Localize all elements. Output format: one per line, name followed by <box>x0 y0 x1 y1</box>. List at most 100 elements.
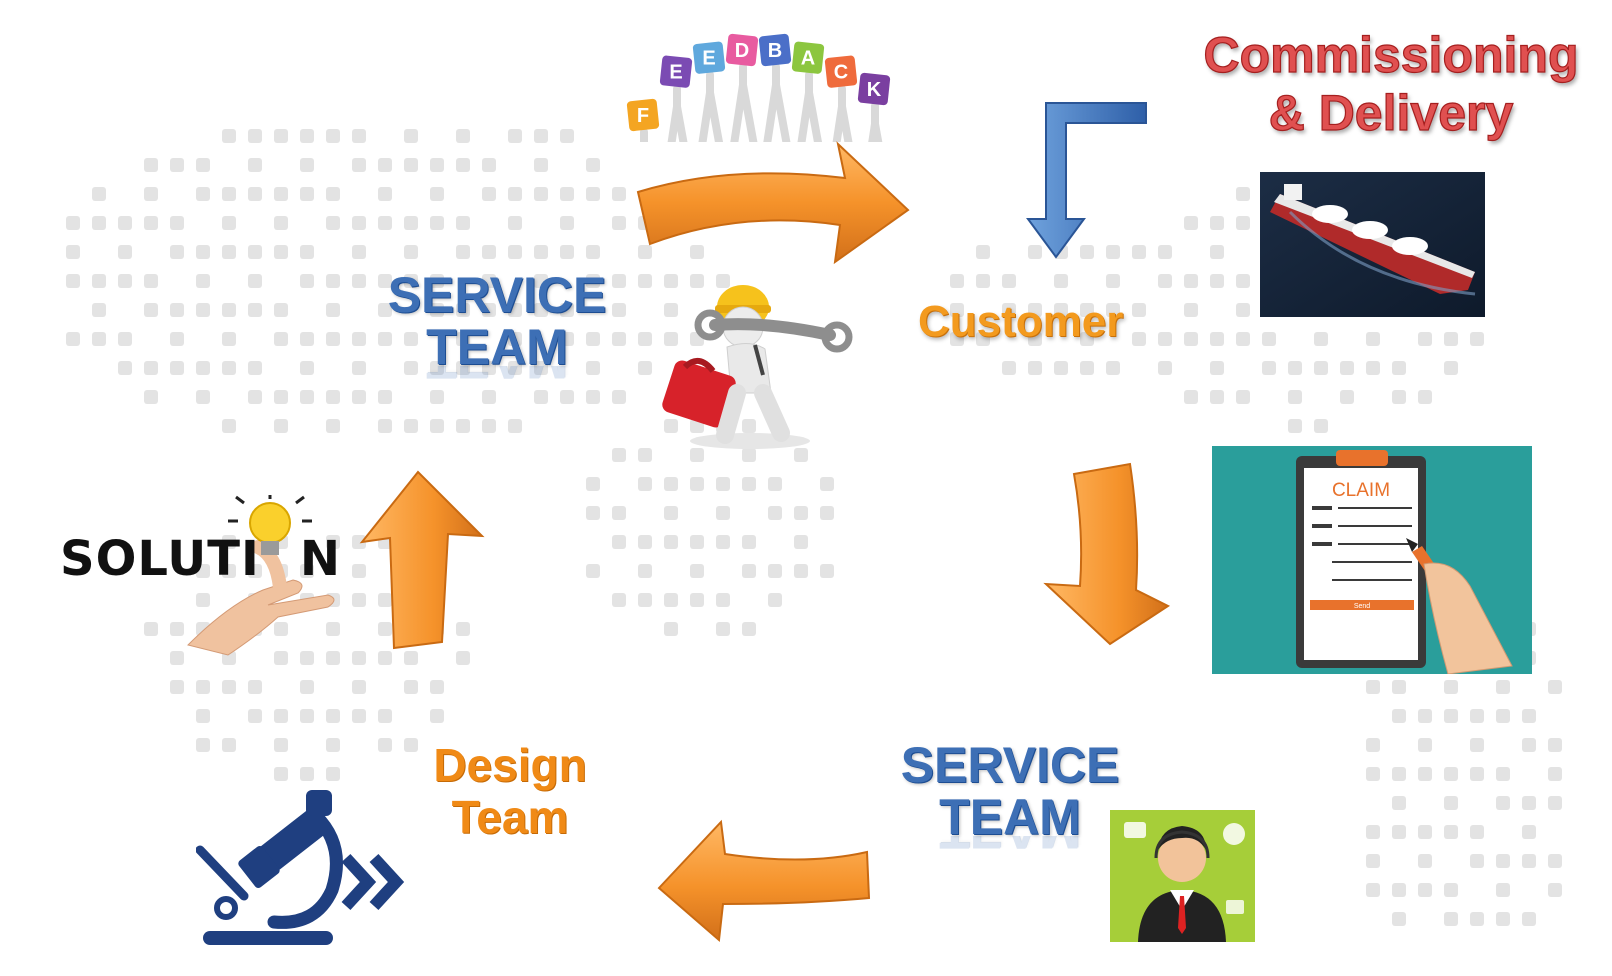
map-dot <box>222 245 236 259</box>
map-dot <box>1366 825 1380 839</box>
map-dot <box>456 129 470 143</box>
map-dot <box>170 303 184 317</box>
map-dot <box>222 332 236 346</box>
map-dot <box>586 477 600 491</box>
map-dot <box>742 419 756 433</box>
map-dot <box>1184 303 1198 317</box>
map-dot <box>716 593 730 607</box>
map-dot <box>560 129 574 143</box>
map-dot <box>1548 796 1562 810</box>
map-dot <box>196 303 210 317</box>
map-dot <box>1288 361 1302 375</box>
map-dot <box>1106 274 1120 288</box>
map-dot <box>612 216 626 230</box>
map-dot <box>1418 332 1432 346</box>
map-dot <box>1080 303 1094 317</box>
map-dot <box>196 593 210 607</box>
map-dot <box>1210 361 1224 375</box>
map-dot <box>378 709 392 723</box>
feedback-figure: B <box>758 33 792 142</box>
map-dot <box>248 680 262 694</box>
map-dot <box>1236 216 1250 230</box>
map-dot <box>690 274 704 288</box>
map-dot <box>664 303 678 317</box>
map-dot <box>300 274 314 288</box>
map-dot <box>300 187 314 201</box>
map-dot <box>742 564 756 578</box>
map-dot <box>586 564 600 578</box>
map-dot <box>222 680 236 694</box>
map-dot <box>352 129 366 143</box>
map-dot <box>300 158 314 172</box>
map-dot <box>1392 912 1406 926</box>
map-dot <box>820 477 834 491</box>
map-dot <box>456 332 470 346</box>
map-dot <box>664 274 678 288</box>
map-dot <box>92 332 106 346</box>
map-dot <box>1106 361 1120 375</box>
design-team-label: Design Team <box>420 742 600 840</box>
map-dot <box>1314 332 1328 346</box>
map-dot <box>66 245 80 259</box>
map-dot <box>1366 738 1380 752</box>
map-dot <box>976 332 990 346</box>
map-dot <box>508 245 522 259</box>
map-dot <box>274 767 288 781</box>
map-dot <box>1158 361 1172 375</box>
map-dot <box>1522 738 1536 752</box>
map-dot <box>534 390 548 404</box>
map-dot <box>326 303 340 317</box>
map-dot <box>404 274 418 288</box>
map-dot <box>482 158 496 172</box>
map-dot <box>118 361 132 375</box>
map-dot <box>716 622 730 636</box>
map-dot <box>1132 303 1146 317</box>
map-dot <box>222 216 236 230</box>
map-dot <box>1184 390 1198 404</box>
map-dot <box>976 274 990 288</box>
map-dot <box>222 361 236 375</box>
map-dot <box>300 564 314 578</box>
map-dot <box>950 332 964 346</box>
map-dot <box>1054 303 1068 317</box>
map-dot <box>1548 738 1562 752</box>
map-dot <box>404 419 418 433</box>
map-dot <box>274 419 288 433</box>
map-dot <box>586 506 600 520</box>
map-dot <box>1496 883 1510 897</box>
arrow-customer-to-claim <box>1043 462 1171 646</box>
map-dot <box>144 303 158 317</box>
map-dot <box>430 187 444 201</box>
feedback-figure: E <box>659 55 693 142</box>
map-dot <box>378 622 392 636</box>
map-dot <box>820 506 834 520</box>
map-dot <box>196 274 210 288</box>
commissioning-line2: & Delivery <box>1268 85 1514 141</box>
map-dot <box>690 245 704 259</box>
map-dot <box>664 506 678 520</box>
feedback-letter: B <box>768 40 782 62</box>
map-dot <box>352 564 366 578</box>
map-dot <box>430 390 444 404</box>
map-dot <box>352 593 366 607</box>
map-dot <box>1340 390 1354 404</box>
map-dot <box>404 680 418 694</box>
map-dot <box>1340 361 1354 375</box>
map-dot <box>248 187 262 201</box>
map-dot <box>612 448 626 462</box>
map-dot <box>196 158 210 172</box>
map-dot <box>326 767 340 781</box>
arrow-feedback-to-customer <box>636 141 910 265</box>
map-dot <box>456 245 470 259</box>
map-dot <box>482 390 496 404</box>
map-dot <box>690 593 704 607</box>
map-dot <box>1158 332 1172 346</box>
map-dot <box>1548 883 1562 897</box>
map-dot <box>1470 767 1484 781</box>
map-dot <box>638 448 652 462</box>
map-dot <box>196 738 210 752</box>
map-dot <box>716 274 730 288</box>
map-dot <box>1444 709 1458 723</box>
map-dot <box>1418 738 1432 752</box>
map-dot <box>300 361 314 375</box>
